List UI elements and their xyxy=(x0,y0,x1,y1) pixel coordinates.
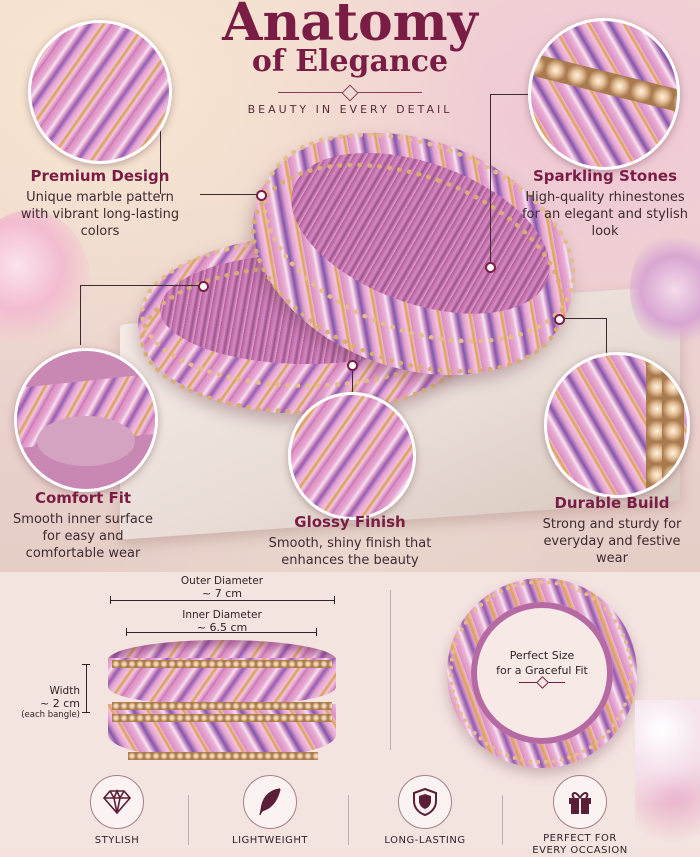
shield-icon xyxy=(398,775,452,829)
premium-design-closeup xyxy=(28,20,172,164)
connector-stones-v xyxy=(490,94,491,264)
single-bangle-stones-outer xyxy=(449,580,633,764)
outer-diameter-title: Outer Diameter xyxy=(180,575,264,587)
inner-diameter-title: Inner Diameter xyxy=(182,609,262,621)
durable-build-label: Durable Build Strong and sturdy for ever… xyxy=(532,494,692,567)
fit-badge-line1: Perfect Size xyxy=(509,649,575,662)
diamond-icon xyxy=(90,775,144,829)
section-divider xyxy=(390,590,391,750)
feature-stylish: STYLISH xyxy=(52,775,182,847)
durable-build-heading: Durable Build xyxy=(554,494,670,512)
width-label: Width ~ 2 cm (each bangle) xyxy=(10,685,80,720)
feature-lightweight: LIGHTWEIGHT xyxy=(205,775,335,847)
sparkling-stones-heading: Sparkling Stones xyxy=(532,167,678,185)
connector-dot-stones xyxy=(485,262,496,273)
inner-diameter-arrow xyxy=(126,632,316,633)
connector-durable-v xyxy=(606,318,607,358)
feature-lightweight-label: LIGHTWEIGHT xyxy=(232,835,308,846)
feature-stylish-label: STYLISH xyxy=(94,835,140,846)
connector-comfort xyxy=(80,285,200,286)
glossy-finish-closeup xyxy=(288,392,416,520)
outer-diameter-label: Outer Diameter ~ 7 cm xyxy=(160,575,284,600)
inner-diameter-label: Inner Diameter ~ 6.5 cm xyxy=(160,609,284,634)
stack-stones-1 xyxy=(112,660,332,668)
outer-diameter-arrow xyxy=(110,600,334,601)
flowers-bottom-right xyxy=(635,700,700,850)
connector-glossy xyxy=(352,365,353,395)
fit-badge: Perfect Size for a Graceful Fit xyxy=(487,648,597,689)
glossy-finish-heading: Glossy Finish xyxy=(294,513,406,531)
feature-long-lasting: LONG-LASTING xyxy=(360,775,490,847)
flowers-right xyxy=(630,230,700,350)
feather-icon xyxy=(243,775,297,829)
gift-icon xyxy=(553,775,607,829)
width-title: Width xyxy=(49,685,80,697)
glossy-finish-label: Glossy Finish Smooth, shiny finish that … xyxy=(262,513,438,569)
connector-stones xyxy=(490,94,560,95)
comfort-fit-heading: Comfort Fit xyxy=(34,489,132,507)
tagline: BEAUTY IN EVERY DETAIL xyxy=(247,103,453,116)
comfort-fit-label: Comfort Fit Smooth inner surface for eas… xyxy=(4,489,162,562)
stack-bangle-2 xyxy=(108,704,336,760)
sparkling-stones-label: Sparkling Stones High-quality rhinestone… xyxy=(520,167,690,240)
rhinestone-row xyxy=(531,51,677,117)
premium-design-text: Unique marble pattern with vibrant long-… xyxy=(20,190,180,239)
comfort-fit-text: Smooth inner surface for easy and comfor… xyxy=(13,512,153,561)
glossy-finish-text: Smooth, shiny finish that enhances the b… xyxy=(268,536,432,568)
width-arrow xyxy=(86,664,87,712)
width-note: (each bangle) xyxy=(21,710,80,720)
width-tick-bottom xyxy=(82,712,90,713)
stack-stones-4 xyxy=(128,752,318,760)
inner-tick-right xyxy=(316,628,317,636)
single-bangle-hole xyxy=(471,602,613,744)
sparkling-stones-text: High-quality rhinestones for an elegant … xyxy=(521,190,689,239)
connector-premium-h xyxy=(200,194,260,195)
feature-long-lasting-label: LONG-LASTING xyxy=(384,835,466,846)
connector-dot-durable xyxy=(554,314,565,325)
outer-tick-right xyxy=(334,596,335,604)
feature-separator-2 xyxy=(348,795,349,845)
premium-design-heading: Premium Design xyxy=(30,167,170,185)
connector-premium xyxy=(160,120,161,194)
connector-comfort-v xyxy=(80,285,81,345)
premium-design-label: Premium Design Unique marble pattern wit… xyxy=(15,167,185,240)
stack-stones-2 xyxy=(112,702,332,710)
sparkling-stones-closeup xyxy=(528,18,680,170)
feature-every-occasion: PERFECT FOR EVERY OCCASION xyxy=(515,775,645,857)
stack-stones-3 xyxy=(112,714,332,722)
fit-badge-ornament-icon xyxy=(519,676,565,689)
single-bangle-front-view: Perfect Size for a Graceful Fit xyxy=(447,578,637,768)
inner-surface-hollow xyxy=(37,416,135,466)
feature-separator-3 xyxy=(502,795,503,845)
connector-durable xyxy=(560,318,607,319)
connector-dot-premium xyxy=(256,190,267,201)
durable-stone-row-2 xyxy=(662,355,684,494)
durable-build-closeup xyxy=(544,352,690,498)
hero-section: Anatomy of Elegance BEAUTY IN EVERY DETA… xyxy=(0,0,700,572)
title-diamond-icon xyxy=(341,84,359,102)
page-subtitle: of Elegance xyxy=(251,44,449,79)
connector-dot-glossy xyxy=(347,360,358,371)
width-value: ~ 2 cm xyxy=(40,697,80,710)
fit-badge-line2: for a Graceful Fit xyxy=(496,664,588,677)
feature-separator-1 xyxy=(188,795,189,845)
inner-diameter-value: ~ 6.5 cm xyxy=(196,621,248,634)
comfort-fit-closeup xyxy=(14,348,158,492)
page-title: Anatomy xyxy=(222,0,478,53)
connector-dot-comfort xyxy=(198,281,209,292)
stacked-bangles xyxy=(108,640,338,765)
feature-every-occasion-label: PERFECT FOR EVERY OCCASION xyxy=(532,833,628,856)
outer-diameter-value: ~ 7 cm xyxy=(202,587,242,600)
durable-build-text: Strong and sturdy for everyday and festi… xyxy=(542,517,682,566)
